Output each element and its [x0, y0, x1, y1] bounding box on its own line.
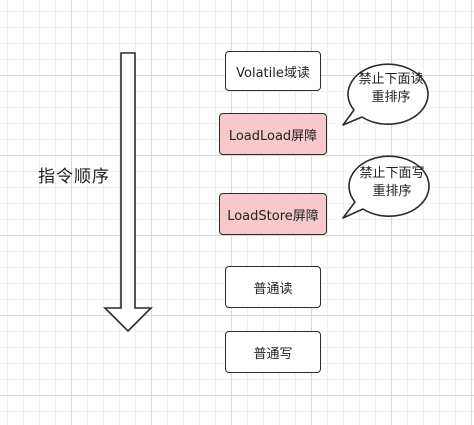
loadload-barrier-node: LoadLoad屏障: [219, 113, 327, 155]
instruction-order-label: 指令顺序: [38, 167, 110, 187]
callout-loadstore-text: 禁止下面写 重排序: [350, 165, 434, 201]
speech-bubble-loadload: [342, 63, 429, 126]
normal-read-node: 普通读: [225, 266, 321, 308]
callout-loadstore-line1: 禁止下面写: [359, 166, 425, 181]
callout-loadload-text: 禁止下面读 重排序: [349, 71, 433, 107]
speech-bubble-loadstore: [342, 155, 430, 219]
loadstore-barrier-node: LoadStore屏障: [219, 193, 327, 235]
arrow-shape: [103, 52, 153, 333]
normal-write-node: 普通写: [225, 331, 321, 373]
callout-loadstore-line2: 重排序: [372, 184, 412, 199]
callout-loadload-line2: 重排序: [371, 90, 411, 105]
volatile-read-node: Volatile域读: [225, 51, 321, 91]
callout-loadload-line1: 禁止下面读: [358, 72, 424, 87]
